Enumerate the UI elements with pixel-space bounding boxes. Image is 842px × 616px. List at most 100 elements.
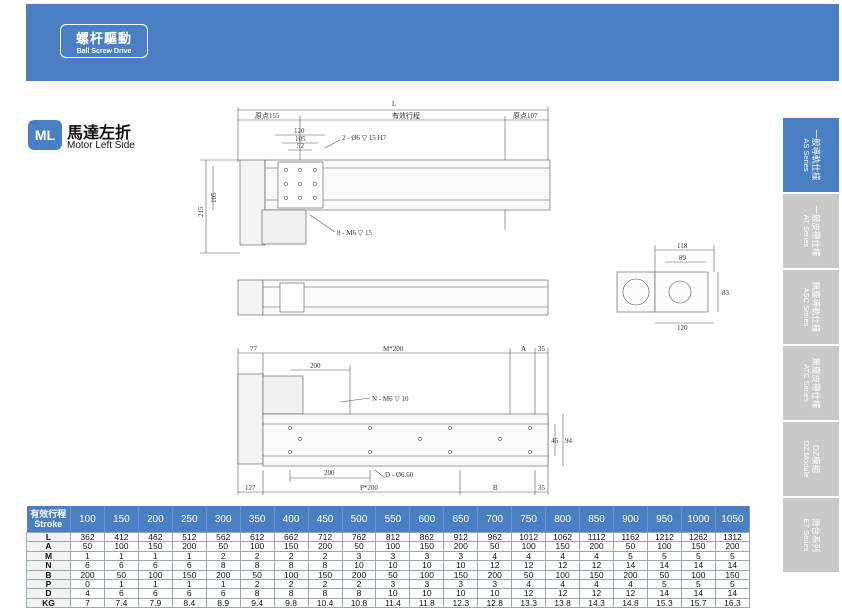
bottom-d-hole: D - Ø6.60 — [385, 471, 414, 479]
bottom-dim-p200: P*200 — [360, 484, 378, 492]
table-cell: 8.9 — [205, 597, 241, 609]
table-cell: 14 — [714, 560, 751, 571]
table-cell: 10 — [341, 560, 377, 571]
table-cell: 10.8 — [341, 597, 377, 609]
bottom-nm6-note: N - M6 ▽ 10 — [372, 395, 409, 403]
table-cell: 12 — [511, 588, 547, 599]
table-cell: 12.8 — [477, 597, 513, 609]
section-title-cn: 馬達左折 — [67, 125, 132, 142]
dim-stroke: 有效行程 — [392, 111, 420, 120]
stroke-column-header: 100 — [70, 506, 105, 533]
table-cell: 50 — [477, 541, 513, 552]
table-cell: 14 — [680, 588, 716, 599]
series-tabs: 一般導軌仕樣 AS Series 一般皮帶仕樣 AT Series 無塵導軌仕樣… — [783, 118, 839, 574]
table-cell: 150 — [273, 541, 309, 552]
table-cell: 12 — [545, 588, 581, 599]
header-banner — [26, 4, 839, 81]
table-cell: 100 — [646, 541, 682, 552]
end-dim-120: 120 — [677, 324, 688, 332]
section-title-en: Motor Left Side — [67, 140, 135, 151]
table-cell: 100 — [103, 541, 139, 552]
table-cell: 11.8 — [409, 597, 445, 609]
tab-as-series[interactable]: 一般導軌仕樣 AS Series — [783, 118, 839, 192]
table-cell: 150 — [680, 541, 716, 552]
table-cell: 8 — [273, 588, 309, 599]
stroke-column-header: 1050 — [715, 506, 751, 533]
table-cell: 12.3 — [443, 597, 479, 609]
stroke-header-en: Stroke — [34, 519, 63, 529]
stroke-column-header: 150 — [104, 506, 139, 533]
ml-badge: ML — [28, 120, 62, 150]
table-cell: 200 — [443, 541, 479, 552]
dim-origin-left: 原点155 — [255, 112, 280, 120]
table-cell: 10 — [409, 588, 445, 599]
stroke-column-header: 300 — [206, 506, 241, 533]
bottom-dim-127: 127 — [245, 484, 256, 492]
bottom-dim-200: 200 — [324, 469, 335, 477]
table-cell: 200 — [714, 541, 751, 552]
dim-52: 52 — [297, 142, 305, 150]
row-label: N — [26, 560, 71, 571]
table-cell: 12 — [545, 560, 581, 571]
tab-at-series[interactable]: 一般皮帶仕樣 AT Series — [783, 194, 839, 268]
table-cell: 16.3 — [714, 597, 751, 609]
table-cell: 8 — [307, 560, 343, 571]
stroke-column-header: 450 — [308, 506, 343, 533]
table-cell: 10 — [375, 560, 411, 571]
stroke-column-header: 700 — [477, 506, 513, 533]
stroke-column-header: 400 — [274, 506, 309, 533]
end-dim-83: 83 — [722, 289, 730, 297]
stroke-column-header: 350 — [240, 506, 275, 533]
bottom-dim-46: 46 — [551, 437, 559, 445]
table-cell: 9.4 — [239, 597, 275, 609]
m6-note: 8 - M6 ▽ 15 — [337, 229, 372, 237]
tab-et-series[interactable]: 滑台系列 ET Series — [783, 498, 839, 572]
tab-asc-series[interactable]: 無塵導軌仕樣 ASC Series — [783, 270, 839, 344]
bottom-dim-35: 35 — [538, 484, 546, 492]
table-cell: 6 — [171, 588, 207, 599]
table-cell: 8 — [239, 588, 275, 599]
table-cell: 6 — [103, 560, 139, 571]
stroke-column-header: 900 — [613, 506, 648, 533]
bottom-dim-200-top: 200 — [310, 362, 321, 370]
stroke-header-cn: 有效行程 — [30, 509, 67, 519]
bottom-dim-35-top: 35 — [538, 345, 546, 353]
dim-origin-right: 原点107 — [513, 112, 538, 120]
table-cell: 100 — [375, 541, 411, 552]
tab-dz-module[interactable]: DZ模組 DZ Module — [783, 422, 839, 496]
table-cell: 11.4 — [375, 597, 411, 609]
row-label: A — [26, 541, 71, 552]
tab-atc-series[interactable]: 無塵皮帶仕樣 ATC Series — [783, 346, 839, 420]
bottom-dim-94: 94 — [565, 437, 573, 445]
table-cell: 14 — [613, 560, 648, 571]
table-cell: 6 — [103, 588, 139, 599]
table-cell: 13.8 — [545, 597, 581, 609]
table-cell: 6 — [205, 588, 241, 599]
table-cell: 8 — [205, 560, 241, 571]
table-cell: 13.3 — [511, 597, 547, 609]
brand-title-en: Ball Screw Drive — [76, 48, 132, 55]
dim-105: 105 — [295, 135, 306, 143]
table-cell: 50 — [341, 541, 377, 552]
table-cell: 12 — [477, 560, 513, 571]
table-cell: 200 — [307, 541, 343, 552]
stroke-column-header: 800 — [545, 506, 581, 533]
hole-note-top: 2 - Ø6 ▽ 15 H7 — [342, 134, 387, 142]
table-cell: 200 — [579, 541, 614, 552]
table-cell: 14 — [714, 588, 751, 599]
stroke-column-header: 200 — [138, 506, 173, 533]
table-cell: 10 — [443, 560, 479, 571]
table-cell: 10 — [409, 560, 445, 571]
table-cell: 12 — [579, 560, 614, 571]
table-cell: 8.4 — [171, 597, 207, 609]
table-cell: 6 — [137, 560, 173, 571]
table-cell: 100 — [239, 541, 275, 552]
table-cell: 6 — [137, 588, 173, 599]
table-cell: 8 — [273, 560, 309, 571]
end-dim-118: 118 — [677, 242, 688, 250]
